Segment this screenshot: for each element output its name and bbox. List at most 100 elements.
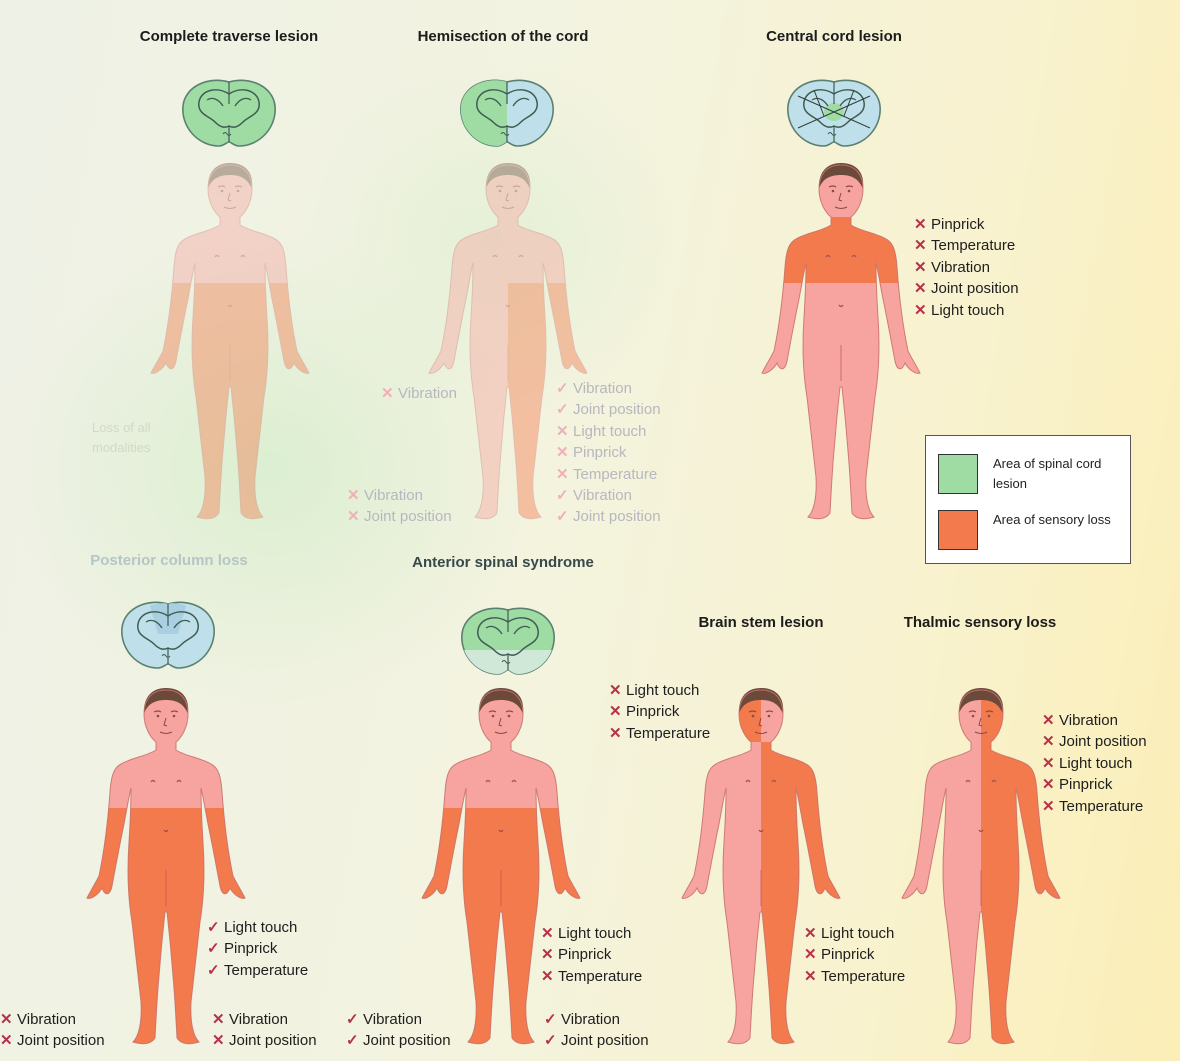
cross-icon: ✕ <box>609 701 626 722</box>
bottom-right-list: ✓Vibration✓Joint position <box>544 1009 649 1052</box>
cross-icon: ✕ <box>914 235 931 256</box>
right-list: ✕Light touch✕Pinprick✕Temperature <box>541 923 642 987</box>
bottom-right-list: ✕Vibration✕Joint position <box>212 1009 317 1052</box>
sensation-label: Vibration <box>1059 712 1118 729</box>
cross-icon: ✕ <box>541 923 558 944</box>
legend: Area of spinal cord lesion Area of senso… <box>925 435 1131 564</box>
check-icon: ✓ <box>544 1009 561 1030</box>
sensation-label: Temperature <box>931 237 1015 254</box>
sensation-item: ✓Temperature <box>207 960 308 981</box>
sensation-item: ✕Pinprick <box>914 214 1019 235</box>
sensation-label: Joint position <box>573 508 661 525</box>
cross-icon: ✕ <box>804 923 821 944</box>
cross-icon: ✕ <box>1042 731 1059 752</box>
sensation-label: Light touch <box>931 302 1004 319</box>
sensation-list: ✕Pinprick✕Temperature✕Vibration✕Joint po… <box>914 214 1019 321</box>
cross-icon: ✕ <box>1042 710 1059 731</box>
sensation-item: ✕Temperature <box>914 235 1019 256</box>
cross-icon: ✕ <box>347 485 364 506</box>
sensation-label: Vibration <box>561 1011 620 1028</box>
sensation-item: ✓Vibration <box>346 1009 451 1030</box>
sensation-label: Pinprick <box>224 940 277 957</box>
sensory-loss-area <box>680 680 761 742</box>
sensation-item: ✕Joint position <box>914 278 1019 299</box>
check-icon: ✓ <box>556 378 573 399</box>
cross-icon: ✕ <box>804 966 821 987</box>
legend-swatch-lesion <box>938 454 978 494</box>
cord-cross-section <box>179 76 279 148</box>
sensation-label: Temperature <box>224 962 308 979</box>
sensation-label: Joint position <box>229 1032 317 1049</box>
panel-title: Complete traverse lesion <box>119 26 339 47</box>
sensation-item: ✓Joint position <box>544 1030 649 1051</box>
sensation-label: Temperature <box>573 466 657 483</box>
cord-cross-section <box>457 76 557 148</box>
body-figure <box>85 680 247 1050</box>
sensation-label: Pinprick <box>558 946 611 963</box>
sensation-label: Pinprick <box>1059 776 1112 793</box>
left-lower-list: ✕Vibration✕Joint position <box>347 485 452 528</box>
sensation-label: Vibration <box>364 487 423 504</box>
check-icon: ✓ <box>207 938 224 959</box>
sensation-label: Vibration <box>398 385 457 402</box>
sensation-label: Temperature <box>821 968 905 985</box>
cross-icon: ✕ <box>541 944 558 965</box>
sensation-item: ✕Pinprick <box>541 944 642 965</box>
cross-icon: ✕ <box>556 421 573 442</box>
sensation-item: ✓Joint position <box>346 1030 451 1051</box>
sensation-item: ✓Light touch <box>207 917 308 938</box>
sensation-label: Pinprick <box>821 946 874 963</box>
sensation-item: ✕Light touch <box>1042 753 1147 774</box>
sensation-item: ✕Vibration <box>381 383 457 404</box>
cross-icon: ✕ <box>914 278 931 299</box>
sensation-item: ✓Joint position <box>556 506 661 527</box>
cross-icon: ✕ <box>1042 774 1059 795</box>
sensation-item: ✓Vibration <box>556 485 661 506</box>
body-figure <box>760 155 922 525</box>
sensation-label: Vibration <box>573 487 632 504</box>
sensation-item: ✕Pinprick <box>556 442 661 463</box>
cross-icon: ✕ <box>609 723 626 744</box>
sensation-label: Vibration <box>573 380 632 397</box>
sensation-item: ✓Vibration <box>556 378 661 399</box>
sensation-item: ✕Pinprick <box>804 944 905 965</box>
check-icon: ✓ <box>556 506 573 527</box>
cord-cross-section <box>784 76 884 148</box>
sensation-item: ✕Vibration <box>0 1009 105 1030</box>
sensation-item: ✕Light touch <box>914 300 1019 321</box>
cross-icon: ✕ <box>0 1009 17 1030</box>
legend-label-sensory-loss: Area of sensory loss <box>993 510 1118 530</box>
sensation-item: ✕Light touch <box>556 421 661 442</box>
sensation-label: Joint position <box>931 280 1019 297</box>
cross-icon: ✕ <box>541 966 558 987</box>
cross-icon: ✕ <box>914 300 931 321</box>
body-figure <box>149 155 311 525</box>
cross-icon: ✕ <box>381 383 398 404</box>
cross-icon: ✕ <box>914 257 931 278</box>
legend-label-lesion: Area of spinal cord lesion <box>993 454 1118 494</box>
cross-icon: ✕ <box>609 680 626 701</box>
sensation-item: ✕Vibration <box>914 257 1019 278</box>
bottom-left-list: ✕Vibration✕Joint position <box>0 1009 105 1052</box>
panel-title: Central cord lesion <box>724 26 944 47</box>
left-upper-list: ✕Vibration <box>381 383 457 404</box>
sensation-item: ✕Light touch <box>804 923 905 944</box>
sensation-label: Light touch <box>821 925 894 942</box>
sensation-item: ✕Joint position <box>212 1030 317 1051</box>
sensation-item: ✕Vibration <box>212 1009 317 1030</box>
cross-icon: ✕ <box>914 214 931 235</box>
sensation-item: ✓Joint position <box>556 399 661 420</box>
cross-icon: ✕ <box>212 1030 229 1051</box>
right-list: ✓Light touch✓Pinprick✓Temperature <box>207 917 308 981</box>
sensation-item: ✕Vibration <box>347 485 452 506</box>
sensation-item: ✕Pinprick <box>1042 774 1147 795</box>
sensation-label: Light touch <box>573 423 646 440</box>
check-icon: ✓ <box>544 1030 561 1051</box>
sensation-label: Joint position <box>573 401 661 418</box>
panel-title: Brain stem lesion <box>651 612 871 633</box>
sensation-item: ✓Vibration <box>544 1009 649 1030</box>
sensation-label: Vibration <box>363 1011 422 1028</box>
sensation-label: Joint position <box>364 508 452 525</box>
check-icon: ✓ <box>207 917 224 938</box>
sensation-label: Vibration <box>931 259 990 276</box>
